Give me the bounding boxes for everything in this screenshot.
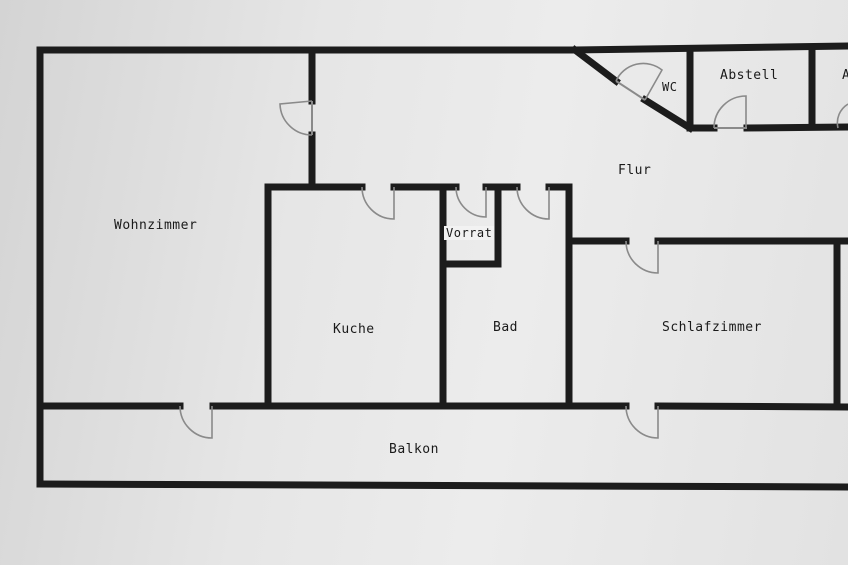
vorrat-walls	[439, 183, 502, 268]
door-vorrat	[455, 186, 487, 218]
schlafzimmer-walls	[565, 237, 848, 410]
room-label-bad: Bad	[493, 320, 518, 335]
room-label-flur: Flur	[618, 163, 652, 178]
abstell-walls	[686, 44, 848, 132]
room-label-kuche: Kuche	[333, 322, 375, 337]
door-wohnzimmer	[279, 99, 315, 137]
kuche-walls	[264, 183, 447, 408]
door-balkon-right	[625, 405, 659, 439]
wall-balkon-top	[36, 402, 848, 411]
room-label-abstell-partial: A	[842, 68, 848, 83]
door-kuche	[361, 186, 395, 220]
door-bad	[516, 186, 550, 220]
room-label-balkon: Balkon	[389, 442, 439, 457]
room-label-schlafzimmer: Schlafzimmer	[662, 320, 762, 335]
door-balkon-left	[179, 405, 213, 439]
door-wc	[615, 62, 664, 101]
outer-walls	[36, 42, 848, 491]
door-abstell-2	[836, 103, 848, 129]
wc-walls	[570, 45, 695, 133]
door-abstell	[713, 95, 747, 129]
room-label-wohnzimmer: Wohnzimmer	[114, 218, 198, 233]
room-label-vorrat: Vorrat	[444, 226, 495, 240]
room-label-wc: WC	[662, 80, 678, 94]
door-schlafzimmer	[625, 240, 659, 274]
room-label-abstell: Abstell	[720, 68, 779, 83]
